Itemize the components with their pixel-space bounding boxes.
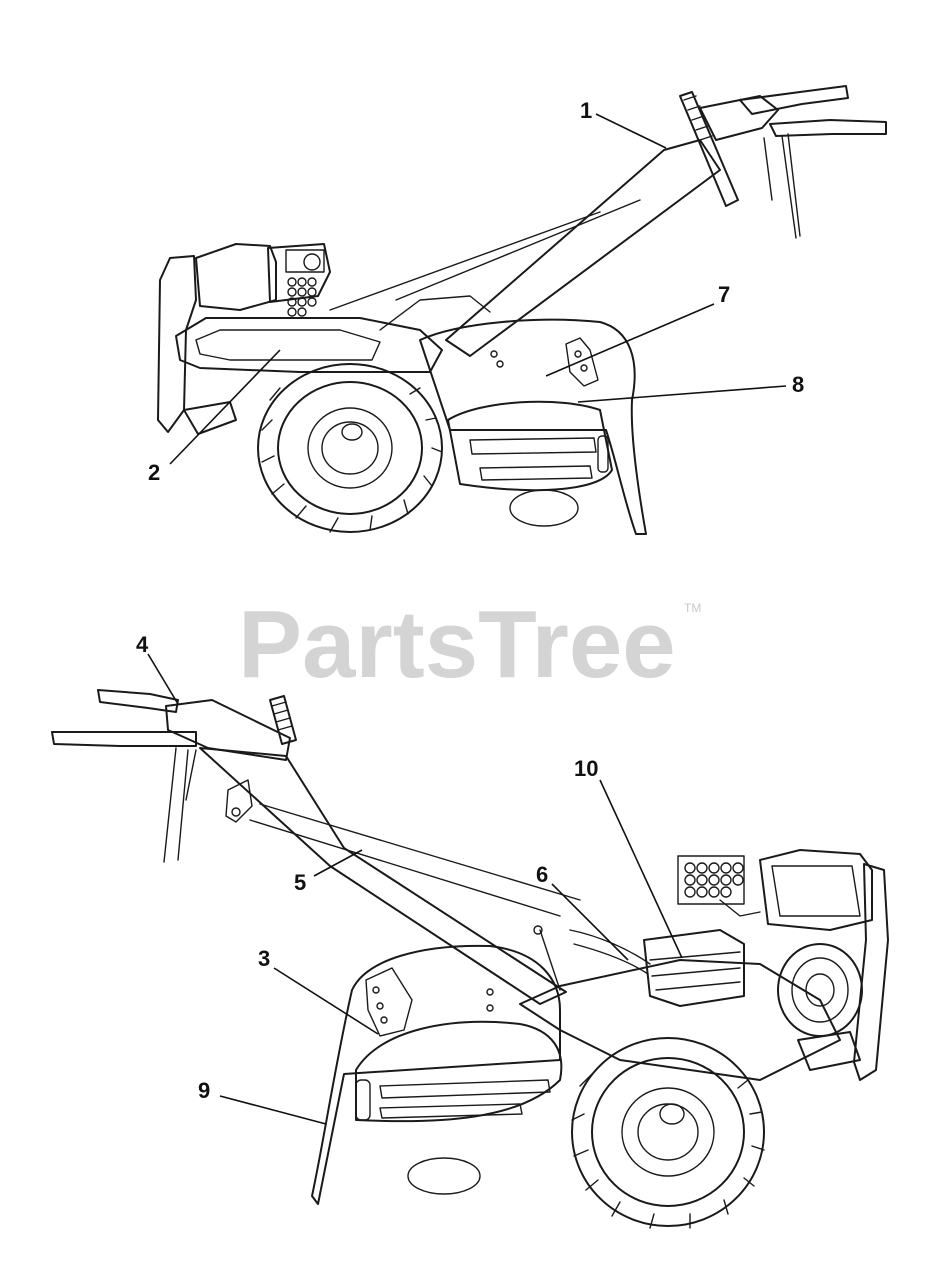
leader-6 [551, 883, 629, 961]
watermark-logo: PartsTree [238, 591, 676, 698]
callout-5: 5 [294, 870, 306, 895]
leader-3 [273, 967, 379, 1035]
leader-4 [147, 653, 179, 705]
tiller-top-view [157, 85, 887, 535]
leader-10 [599, 779, 683, 959]
watermark-trademark: TM [684, 601, 701, 615]
callout-7: 7 [718, 282, 730, 307]
leader-9 [219, 1095, 327, 1125]
tiller-bottom-view [51, 689, 889, 1229]
leader-5 [313, 849, 363, 877]
callout-6: 6 [536, 862, 548, 887]
callout-3: 3 [258, 946, 270, 971]
leader-7 [545, 303, 715, 377]
callout-8: 8 [792, 372, 804, 397]
callout-numbers: 1 2 7 8 4 10 5 6 3 9 [136, 98, 804, 1103]
callout-10: 10 [574, 756, 598, 781]
leader-2 [169, 349, 281, 465]
callout-1: 1 [580, 98, 592, 123]
callout-9: 9 [198, 1078, 210, 1103]
leader-1 [595, 113, 667, 149]
callout-4: 4 [136, 632, 149, 657]
callout-2: 2 [148, 460, 160, 485]
leader-8 [577, 385, 787, 403]
callout-leaders [147, 113, 787, 1125]
